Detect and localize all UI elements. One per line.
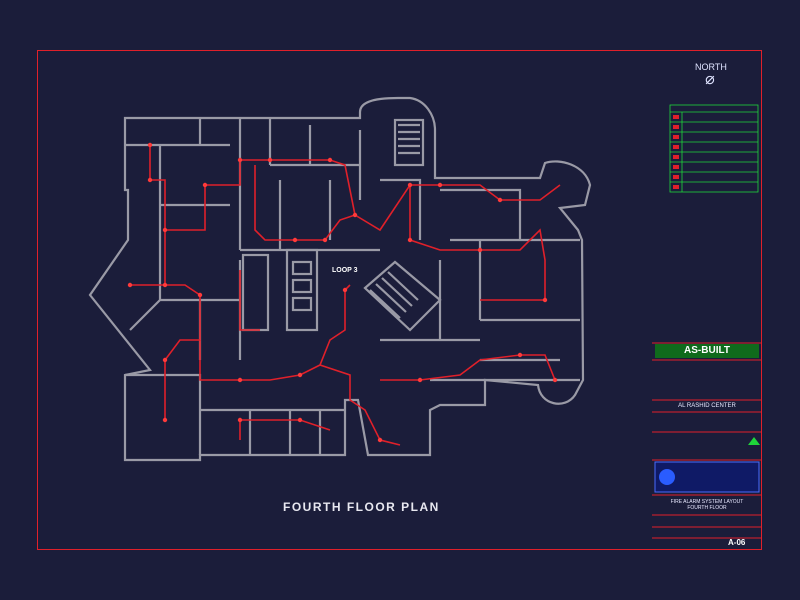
drawing-title-line-2: FOURTH FLOOR	[687, 505, 727, 511]
drawing-title-line-1: FIRE ALARM SYSTEM LAYOUT	[670, 499, 744, 505]
project-name: AL RASHID CENTER	[678, 403, 736, 409]
legend-table	[669, 104, 759, 193]
building-walls	[88, 96, 592, 462]
title-block-lines	[652, 342, 762, 539]
drawing-title: FIRE ALARM SYSTEM LAYOUT FOURTH FLOOR	[655, 499, 759, 511]
contractor-logo	[748, 437, 760, 445]
loop-label: LOOP 3	[332, 267, 358, 274]
drawing-border	[37, 50, 762, 550]
fire-alarm-devices	[127, 142, 558, 443]
status-badge: AS-BUILT	[655, 344, 759, 358]
north-label: NORTH	[695, 62, 727, 72]
north-arrow: NORTH ⌀	[695, 62, 727, 88]
logo-mark	[659, 469, 675, 485]
north-symbol-icon: ⌀	[705, 71, 715, 88]
plan-title: FOURTH FLOOR PLAN	[283, 500, 440, 514]
legend-symbols	[673, 115, 679, 189]
sheet-number: A-06	[728, 538, 746, 547]
